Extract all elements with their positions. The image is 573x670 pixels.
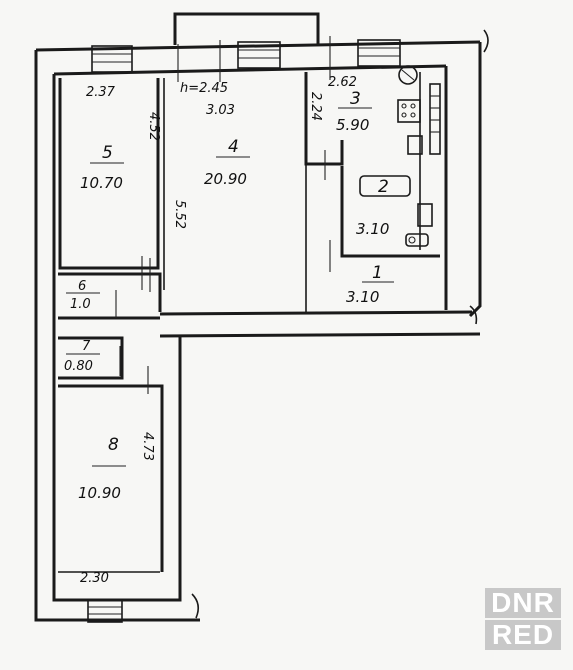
gas-meter-icon <box>398 65 418 85</box>
room-3-width-dim: 2.62 <box>328 75 357 90</box>
room-8-number: 8 <box>108 435 119 455</box>
room-4-number: 4 <box>228 137 239 157</box>
window-top-middle <box>237 41 281 69</box>
window-bottom <box>87 599 123 623</box>
room-3-number: 3 <box>350 89 361 109</box>
stove-icon <box>397 99 421 123</box>
window-top-right <box>357 39 401 67</box>
door-marks <box>115 36 331 394</box>
room-5-width-dim: 2.37 <box>86 85 116 100</box>
interior-walls <box>58 72 440 573</box>
room-3-area: 5.90 <box>336 116 369 134</box>
washbasin-icon <box>405 233 429 247</box>
room-6-number: 6 <box>78 279 86 294</box>
room-1-area: 3.10 <box>346 288 379 306</box>
room-1-number: 1 <box>372 263 383 283</box>
room-6-area: 1.0 <box>70 297 91 312</box>
room-4-width-alt-dim: 3.03 <box>206 103 235 118</box>
room-5-area: 10.70 <box>80 174 123 192</box>
watermark-line-1: DNR <box>485 588 561 618</box>
room-8-height-dim: 4.73 <box>140 432 155 461</box>
watermark-line-2: RED <box>485 620 561 650</box>
room-8-area: 10.90 <box>78 484 121 502</box>
room-2-area: 3.10 <box>356 220 389 238</box>
bathtub-icon <box>359 175 411 197</box>
room-4-area: 20.90 <box>204 170 247 188</box>
room-4-width-dim: h=2.45 <box>180 81 228 96</box>
watermark-logo: DNR RED <box>485 588 561 650</box>
room-5-height-dim: 4.52 <box>146 112 161 141</box>
room-7-number: 7 <box>82 339 91 354</box>
toilet-icon <box>417 203 433 227</box>
room-2-number: 2 <box>378 177 389 197</box>
number-underlines <box>66 107 394 467</box>
room-7-area: 0.80 <box>64 359 93 374</box>
room-4-height-dim: 5.52 <box>172 200 187 229</box>
sink-icon <box>407 135 423 155</box>
radiator-icon <box>429 83 441 155</box>
room-8-width-dim: 2.30 <box>80 571 109 586</box>
boundary-break-marks <box>191 29 489 619</box>
room-3-height-dim: 2.24 <box>308 92 323 121</box>
room-5-number: 5 <box>102 143 113 163</box>
window-top-left <box>91 45 133 73</box>
